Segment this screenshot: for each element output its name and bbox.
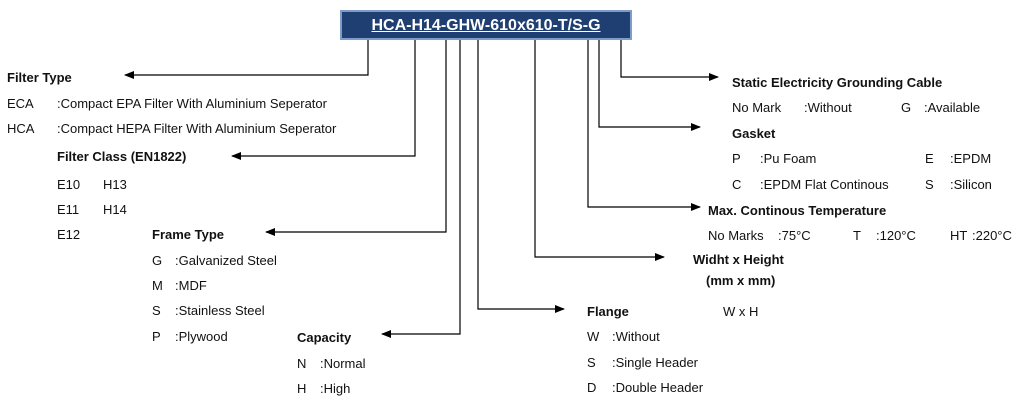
flange-code: W: [587, 329, 600, 344]
gasket-code: P: [732, 151, 741, 166]
connector-flange: [477, 40, 565, 313]
gasket-desc: :EPDM: [950, 151, 992, 166]
gasket-desc: :EPDM Flat Continous: [760, 177, 889, 192]
capacity-title: Capacity: [297, 330, 352, 345]
max-temperature-desc: :75°C: [778, 228, 811, 243]
connector-filter-class: [231, 40, 416, 160]
connector-max-temperature: [587, 40, 701, 211]
max-temperature-desc: :120°C: [876, 228, 916, 243]
capacity-code: H: [297, 381, 307, 396]
filter-type-desc: :Compact EPA Filter With Aluminium Seper…: [57, 96, 327, 111]
frame-type-code: M: [152, 278, 163, 293]
filter-type-desc: :Compact HEPA Filter With Aluminium Sepe…: [57, 121, 337, 136]
grounding-desc: :Without: [804, 100, 852, 115]
frame-type-title: Frame Type: [152, 227, 225, 242]
flange-desc: :Single Header: [612, 355, 698, 370]
max-temperature-code: T: [853, 228, 861, 243]
filter-type-title: Filter Type: [7, 70, 72, 85]
filter-class-value: E12: [57, 227, 81, 242]
flange-code: S: [587, 355, 596, 370]
grounding-desc: :Available: [924, 100, 981, 115]
gasket-title: Gasket: [732, 126, 776, 141]
connector-gasket: [598, 40, 701, 131]
filter-class-value: H13: [103, 177, 127, 192]
connector-dimensions: [534, 40, 665, 261]
grounding-code: No Mark: [732, 100, 782, 115]
filter-class-value: E11: [57, 202, 80, 217]
connector-frame-type: [265, 40, 447, 236]
connector-grounding: [620, 40, 719, 81]
max-temperature-desc: :220°C: [972, 228, 1012, 243]
product-code-box: HCA-H14-GHW-610x610-T/S-G: [340, 10, 632, 40]
grounding-code: G: [901, 100, 912, 115]
connector-capacity: [381, 40, 461, 338]
grounding-title: Static Electricity Grounding Cable: [732, 75, 943, 90]
capacity-code: N: [297, 356, 307, 371]
gasket-code: E: [925, 151, 934, 166]
flange-desc: :Double Header: [612, 380, 704, 395]
filter-class-value: H14: [103, 202, 127, 217]
max-temperature-code: HT: [950, 228, 968, 243]
frame-type-code: G: [152, 253, 163, 268]
filter-type-code: HCA: [7, 121, 35, 136]
capacity-desc: :High: [320, 381, 351, 396]
frame-type-desc: :Stainless Steel: [175, 303, 265, 318]
product-code-text: HCA-H14-GHW-610x610-T/S-G: [371, 17, 601, 34]
max-temperature-title: Max. Continous Temperature: [708, 203, 887, 218]
max-temperature-code: No Marks: [708, 228, 764, 243]
gasket-code: C: [732, 177, 742, 192]
flange-desc: :Without: [612, 329, 660, 344]
frame-type-code: S: [152, 303, 161, 318]
capacity-desc: :Normal: [320, 356, 366, 371]
flange-code: D: [587, 380, 597, 395]
dimensions-unit: (mm x mm): [706, 273, 776, 288]
gasket-desc: :Silicon: [950, 177, 992, 192]
dimensions-format: W x H: [723, 304, 759, 319]
frame-type-code: P: [152, 329, 161, 344]
frame-type-desc: :Galvanized Steel: [175, 253, 277, 268]
frame-type-desc: :Plywood: [175, 329, 228, 344]
frame-type-desc: :MDF: [175, 278, 207, 293]
flange-title: Flange: [587, 304, 629, 319]
filter-class-value: E10: [57, 177, 81, 192]
filter-type-code: ECA: [7, 96, 34, 111]
gasket-code: S: [925, 177, 934, 192]
gasket-desc: :Pu Foam: [760, 151, 817, 166]
connector-filter-type: [124, 40, 369, 79]
filter-class-title: Filter Class (EN1822): [57, 149, 187, 164]
dimensions-title: Widht x Height: [693, 252, 784, 267]
